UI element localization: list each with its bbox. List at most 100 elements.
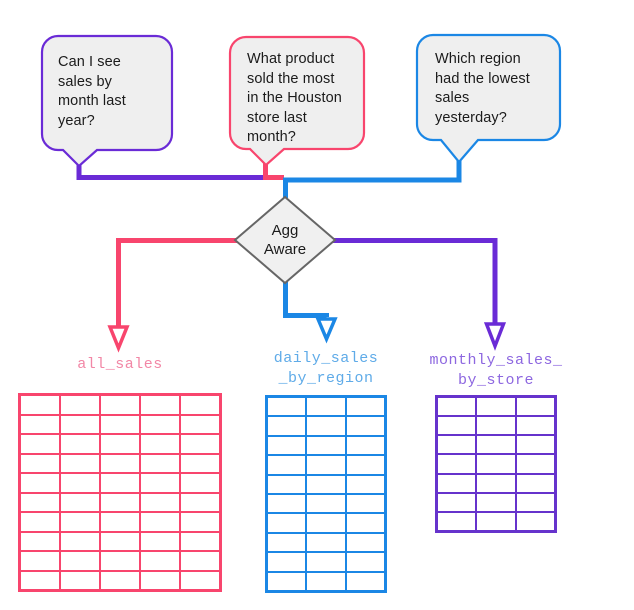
connector-all-sales [116,238,237,326]
table-cell [307,475,345,493]
question-line: store last [247,109,307,126]
table-cell [438,493,476,511]
question-line: year? [58,112,95,129]
table-cell [516,436,554,454]
question-line: had the lowest [435,70,530,87]
table-cell [21,415,59,433]
table-monthly-sales-by-store [435,395,557,533]
table-cell [268,533,306,552]
table-cell [21,435,59,453]
table-cell [438,436,476,454]
table-cell [516,512,554,530]
decision-label-line: Agg [271,222,299,239]
question-line: month? [247,129,296,146]
speech-bubble-question-1 [40,34,174,168]
table-cell [181,435,219,453]
table-cell [61,532,99,550]
table-cell [101,532,139,550]
table-cell [346,533,384,552]
question-line: sold the most [247,70,335,87]
table-cell [307,533,345,552]
table-cell [101,513,139,531]
table-label-line: monthly_sales_ [429,352,563,369]
table-cell [477,436,515,454]
table-cell [141,435,179,453]
table-cell [346,475,384,493]
table-cell [477,455,515,473]
table-cell [101,474,139,492]
table-cell [346,436,384,455]
table-cell [307,553,345,571]
table-cell [21,532,59,550]
table-cell [61,552,99,570]
table-cell [61,493,99,511]
table-cell [141,493,179,511]
table-cell [141,396,179,414]
table-label-line: by_store [457,372,534,389]
table-cell [181,454,219,472]
connector-daily-sales [283,281,329,318]
table-cell [61,474,99,492]
table-cell [101,415,139,433]
table-cell [516,455,554,473]
question-line: sales [435,90,470,107]
arrowhead-monthly-sales [483,322,507,351]
table-cell [307,456,345,474]
table-cell [268,417,306,435]
table-cell [346,514,384,532]
speech-bubble-question-3 [415,33,562,164]
table-cell [61,513,99,531]
table-cell [181,513,219,531]
table-cell [141,415,179,433]
table-cell [477,398,515,416]
question-1-text: Can I see sales by month last year? [58,53,158,131]
table-cell [101,435,139,453]
question-line: What product [247,51,335,67]
connector-question-1 [76,162,268,180]
table-cell [101,396,139,414]
table-cell [141,513,179,531]
table-cell [307,398,345,416]
table-cell [346,417,384,435]
table-cell [141,552,179,570]
table-cell [477,417,515,435]
table-cell [346,572,384,590]
table-cell [61,396,99,414]
table-cell [181,474,219,492]
table-all-sales [18,393,222,592]
question-line: Which region [435,51,521,67]
table-cell [181,396,219,414]
table-cell [346,398,384,416]
table-cell [438,512,476,530]
question-3-text: Which region had the lowest sales yester… [435,50,547,128]
table-cell [477,512,515,530]
table-cell [346,456,384,474]
table-cell [21,454,59,472]
table-cell [21,396,59,414]
table-cell [516,398,554,416]
question-2-text: What product sold the most in the Housto… [247,50,355,148]
arrowhead-all-sales [107,325,130,353]
table-cell [101,571,139,589]
table-cell [141,474,179,492]
question-line: sales by [58,73,112,90]
decision-diamond [233,195,337,285]
question-line: in the Houston [247,90,342,107]
table-cell [516,417,554,435]
table-cell [477,493,515,511]
table-cell [21,493,59,511]
table-cell [516,493,554,511]
arrowhead-daily-sales [315,317,338,344]
table-cell [21,513,59,531]
table-cell [268,475,306,493]
table-cell [438,455,476,473]
connector-monthly-sales [333,238,498,323]
table-cell [346,553,384,571]
table-cell [141,532,179,550]
table-cell [21,474,59,492]
table-cell [307,417,345,435]
table-label-line: _by_region [278,370,374,387]
table-cell [307,436,345,455]
